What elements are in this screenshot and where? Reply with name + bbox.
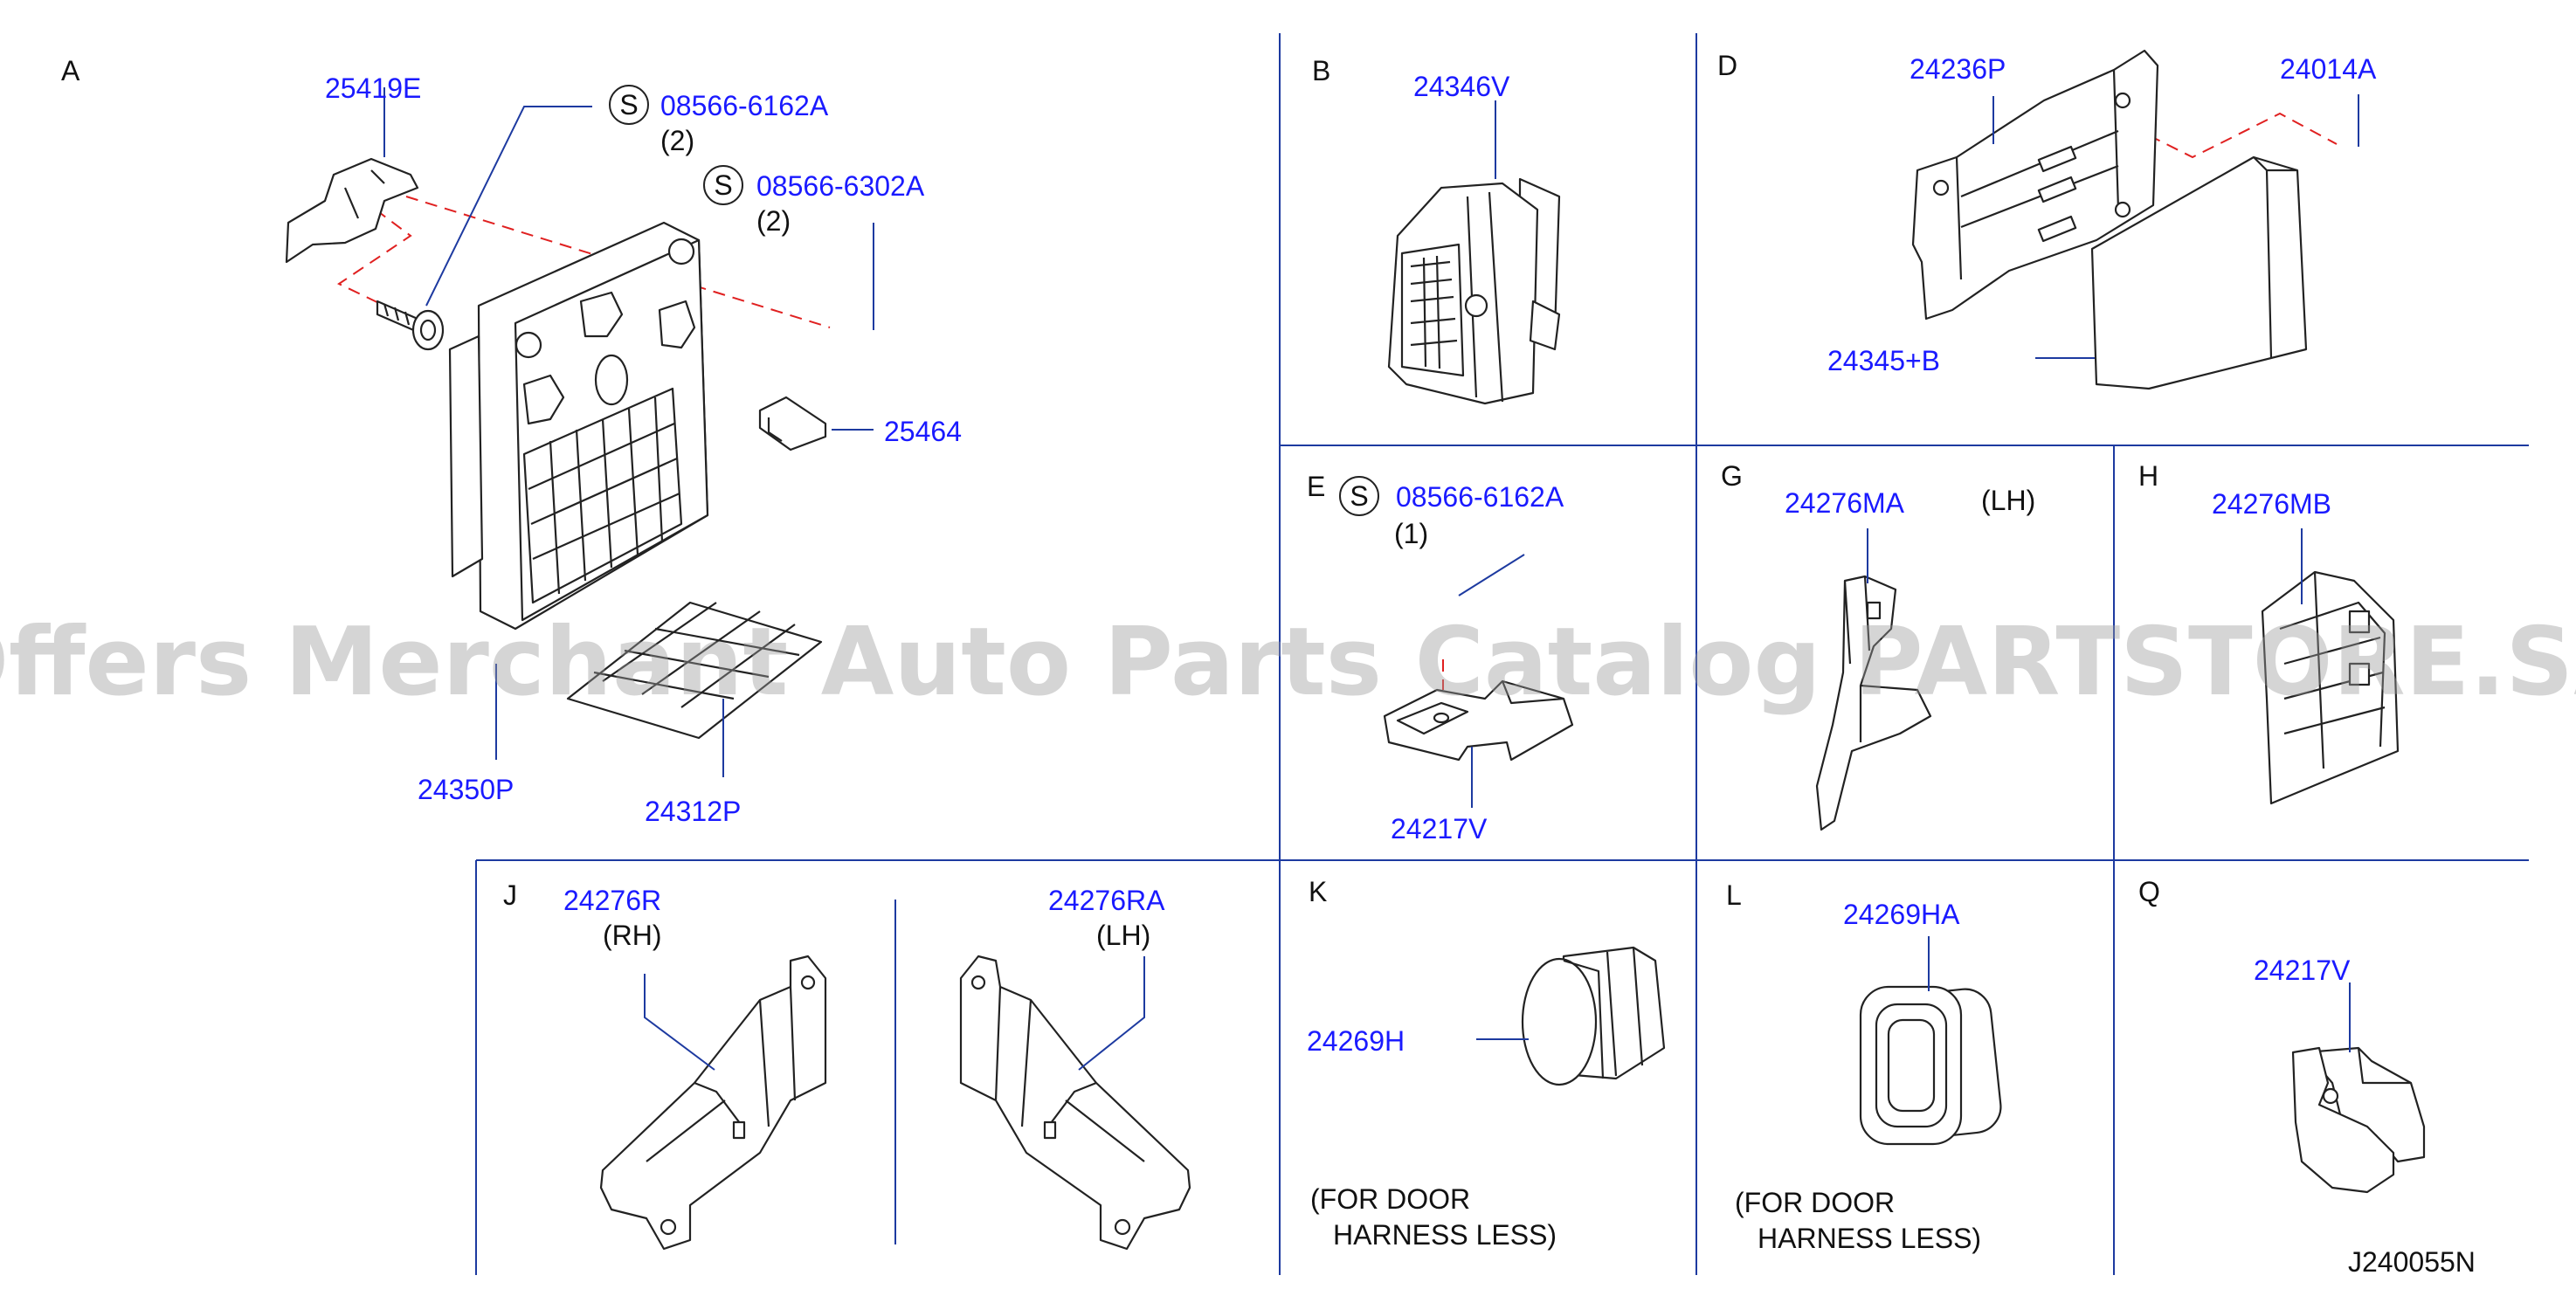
note-line: (FOR DOOR [1735,1187,1895,1218]
bracket-part [1911,49,2159,321]
part-label-24350p[interactable]: 24350P [418,774,514,805]
section-d: D 24236P 24014A 24345+B [1717,49,2377,390]
grommet-part [1859,985,2002,1146]
section-a: A [61,55,962,827]
part-label-08566-6162a[interactable]: 08566-6162A [660,90,829,121]
part-label-24345-b[interactable]: 24345+B [1827,345,1940,376]
screw-symbol-1: S [609,85,649,125]
section-letter-k: K [1309,876,1327,907]
quantity-label: (2) [660,125,694,156]
note-line: (FOR DOOR [1310,1183,1470,1215]
part-label-24236p[interactable]: 24236P [1910,53,2006,85]
section-letter-a: A [61,55,80,86]
note-line: HARNESS LESS) [1333,1219,1557,1251]
clip-part [1383,679,1574,762]
grid-lines [475,33,2529,1275]
part-label-24276ra[interactable]: 24276RA [1048,885,1165,916]
section-letter-h: H [2138,460,2158,492]
svg-text:S: S [1350,480,1368,512]
part-label-08566-6302a[interactable]: 08566-6302A [756,170,925,202]
part-label-24269h[interactable]: 24269H [1307,1025,1405,1057]
bracket-lh-part [959,955,1191,1251]
clip-part [2291,1046,2426,1194]
section-letter-q: Q [2138,876,2160,907]
section-e: E S 08566-6162A (1) 24217V [1307,471,1574,844]
section-letter-b: B [1312,55,1330,86]
section-letter-j: J [503,879,517,911]
svg-text:S: S [619,89,638,121]
svg-text:S: S [714,169,732,201]
part-label-24217v-q[interactable]: 24217V [2254,955,2351,986]
fuse-part [758,396,827,452]
section-g: G 24276MA (LH) [1721,460,2035,831]
section-letter-d: D [1717,50,1737,81]
part-label-25419e[interactable]: 25419E [325,72,421,104]
dashed-guide [336,209,412,307]
section-j: J 24276R (RH) 24276RA (LH) [503,879,1191,1251]
connector-part [1387,177,1561,405]
part-label-24312p[interactable]: 24312P [645,796,741,827]
section-l: L 24269HA (FOR DOOR HARNESS LESS) [1726,879,2002,1254]
part-label-24269ha[interactable]: 24269HA [1843,899,1960,930]
screw-symbol-2: S [703,165,743,205]
part-label-24346v[interactable]: 24346V [1413,71,1510,102]
part-label-24276mb[interactable]: 24276MB [2212,488,2331,520]
grommet-part [1521,946,1666,1086]
screw-part [376,300,445,351]
part-label-24217v-e[interactable]: 24217V [1391,813,1488,844]
side-label: (LH) [1981,485,2035,516]
section-b: B 24346V [1312,55,1561,405]
fuse-box-part [448,221,709,631]
clip-part [285,157,419,264]
part-label-08566-6162a-e[interactable]: 08566-6162A [1396,481,1564,513]
section-h: H 24276MB [2138,460,2400,805]
side-label: (LH) [1096,920,1150,951]
dashed-guide [2148,112,2338,159]
part-label-25464[interactable]: 25464 [884,416,962,447]
section-q: Q 24217V [2138,876,2426,1194]
bracket-part [2261,570,2400,805]
quantity-label: (2) [756,205,791,237]
quantity-label: (1) [1394,518,1428,549]
watermark-text: Offers Merchant Auto Parts Catalog PARTS… [0,608,2576,717]
section-letter-l: L [1726,879,1742,911]
cover-part [566,601,823,740]
screw-symbol-3: S [1339,476,1379,516]
section-letter-e: E [1307,471,1325,502]
section-letter-g: G [1721,460,1743,492]
drawing-code: J240055N [2348,1246,2476,1278]
bracket-part [1815,575,1932,831]
part-label-24014a[interactable]: 24014A [2280,53,2377,85]
control-unit-part [2090,155,2308,390]
note-line: HARNESS LESS) [1758,1223,1981,1254]
side-label: (RH) [603,920,662,951]
part-label-24276ma[interactable]: 24276MA [1785,487,1905,519]
bracket-rh-part [599,955,827,1251]
part-label-24276r[interactable]: 24276R [563,885,661,916]
section-k: K 24269H (FOR DOOR HARNESS LESS) [1307,876,1666,1251]
